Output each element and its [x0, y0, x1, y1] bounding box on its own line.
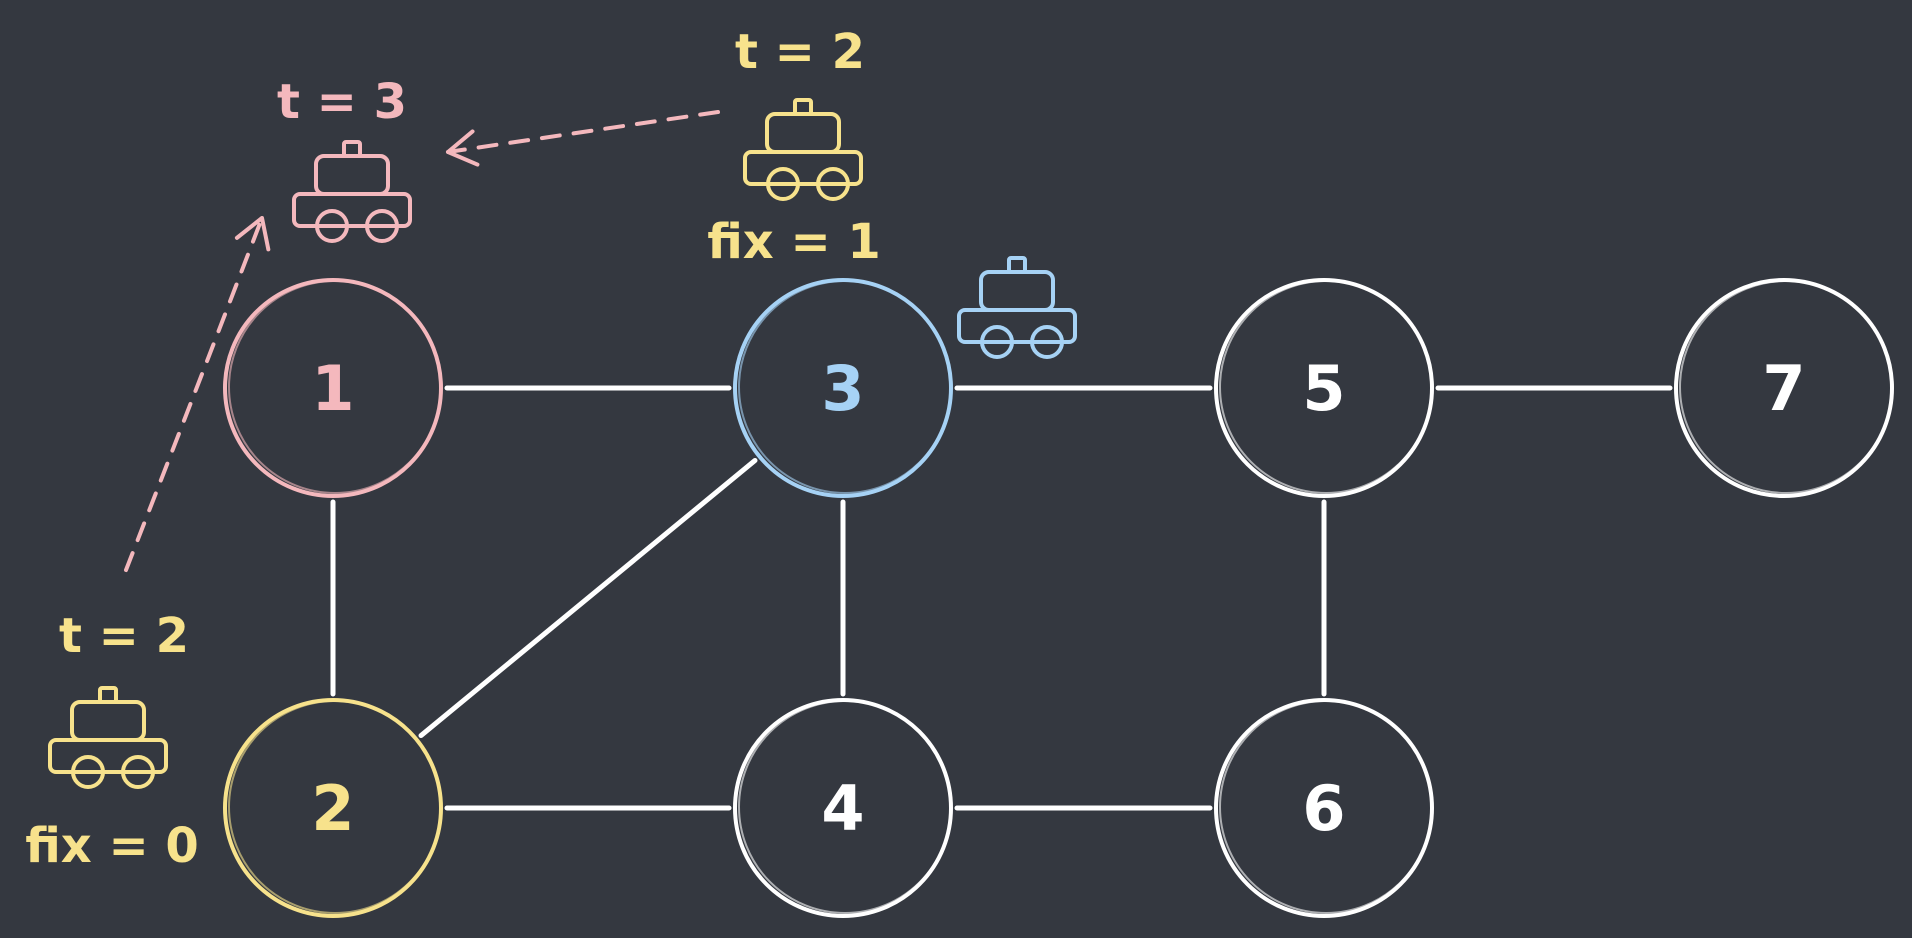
arrow-line: [446, 110, 720, 154]
annotation-time-top: t = 2: [735, 24, 865, 80]
arrows-layer: [124, 110, 720, 572]
arrow-head: [446, 129, 480, 167]
car-body: [292, 192, 412, 228]
node-label: 2: [311, 772, 354, 845]
car-wheel: [816, 167, 850, 201]
node-circle-sketch: [738, 280, 952, 494]
annotation-fix-top: fix = 1: [707, 214, 881, 270]
dashed-arrow-yellow-top-to-pink: [446, 110, 720, 167]
car-wheel: [980, 325, 1014, 359]
node-label: 5: [1302, 352, 1345, 425]
node-5: 5: [1214, 278, 1434, 498]
arrow-head: [234, 216, 271, 252]
node-label: 6: [1302, 772, 1345, 845]
node-1: 1: [223, 278, 443, 498]
node-circle-sketch: [1679, 280, 1893, 494]
node-circle-sketch: [228, 280, 442, 494]
node-label: 7: [1762, 352, 1805, 425]
car-wheel: [365, 209, 399, 243]
car-wheel: [315, 209, 349, 243]
dashed-arrow-yellow-left-to-pink: [124, 216, 271, 572]
node-label: 1: [311, 352, 354, 425]
annotation-time-left: t = 2: [59, 608, 189, 664]
car-body: [48, 738, 168, 774]
node-4: 4: [733, 698, 953, 918]
car-wheel: [121, 755, 155, 789]
vehicles-layer: [48, 98, 1077, 789]
vehicle-blue-car-icon: [957, 256, 1077, 359]
node-circle-sketch: [738, 700, 952, 914]
node-label: 4: [821, 772, 864, 845]
edge-2-3: [418, 457, 758, 739]
car-wheel: [766, 167, 800, 201]
car-body: [743, 150, 863, 186]
edges-layer: [330, 385, 1673, 811]
vehicle-yellow-top-car-icon: [743, 98, 863, 201]
node-2: 2: [223, 698, 443, 918]
car-wheel: [71, 755, 105, 789]
arrow-line: [124, 216, 264, 572]
node-circle-sketch: [1219, 700, 1433, 914]
node-circle-sketch: [1219, 280, 1433, 494]
node-3: 3: [733, 278, 953, 498]
car-body: [957, 308, 1077, 344]
node-circle-sketch: [228, 700, 442, 914]
vehicle-pink-car-icon: [292, 140, 412, 243]
annotation-time-node1: t = 3: [277, 74, 407, 130]
car-wheel: [1030, 325, 1064, 359]
node-7: 7: [1674, 278, 1894, 498]
annotation-fix-left: fix = 0: [25, 818, 199, 874]
nodes-layer: 1 2 3 4 5 6 7: [223, 278, 1894, 918]
node-label: 3: [821, 352, 864, 425]
node-6: 6: [1214, 698, 1434, 918]
vehicle-yellow-left-car-icon: [48, 686, 168, 789]
